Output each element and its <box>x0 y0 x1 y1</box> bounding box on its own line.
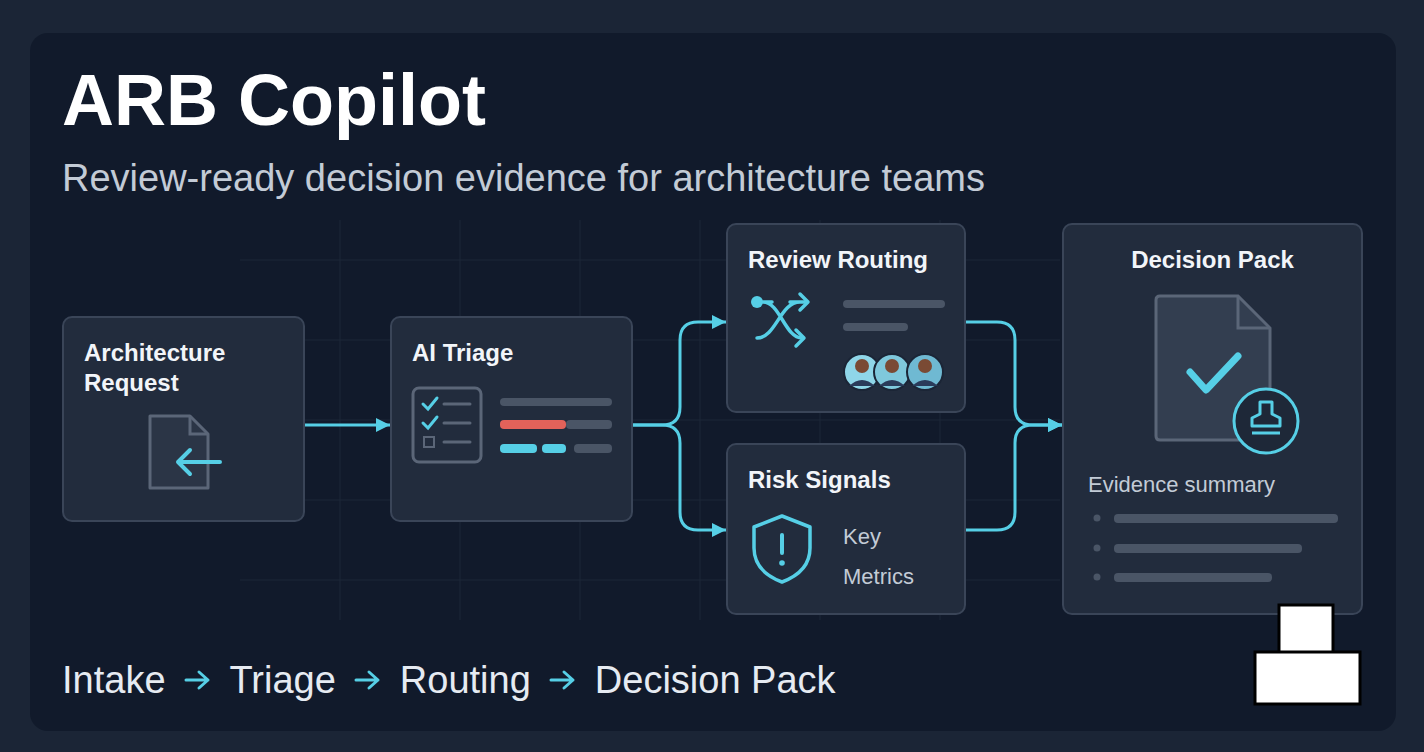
flow-step: Routing <box>400 656 531 704</box>
subtitle: Review-ready decision evidence for archi… <box>62 155 985 201</box>
process-box: Architecture Request <box>62 316 305 522</box>
flow-line: Intake Triage Routing Decision Pack <box>62 656 836 704</box>
flow-connector <box>633 322 726 425</box>
process-box: Risk SignalsKey Metrics <box>726 443 966 615</box>
node-body: Key Metrics <box>843 517 933 597</box>
routing-icon <box>751 294 945 390</box>
node-heading: Risk Signals <box>748 465 958 495</box>
flow-connector <box>966 425 1062 530</box>
triage-icon <box>413 388 612 462</box>
title: ARB Copilot <box>62 58 486 142</box>
process-box: AI Triage <box>390 316 633 522</box>
node-heading: Decision Pack <box>1064 245 1361 275</box>
node-heading: Architecture Request <box>84 338 284 398</box>
node-body: Evidence summary <box>1088 470 1348 500</box>
node-heading: Review Routing <box>748 245 958 275</box>
flow-connector <box>633 425 726 530</box>
flow-arrow <box>184 668 212 692</box>
flow-arrow <box>354 668 382 692</box>
grid <box>240 220 1060 620</box>
risk-icon <box>754 516 810 582</box>
node-heading: AI Triage <box>412 338 612 368</box>
flow-arrow <box>549 668 577 692</box>
process-box: Review Routing <box>726 223 966 413</box>
stamp-block <box>1255 605 1360 704</box>
flow-connector <box>305 424 390 427</box>
output-box: Decision PackEvidence summary <box>1062 223 1363 615</box>
flow-connector <box>966 322 1062 425</box>
decision-icon <box>1094 296 1339 582</box>
flow-step: Triage <box>230 656 336 704</box>
request-icon <box>150 416 220 488</box>
panel <box>30 33 1396 731</box>
flow-step: Intake <box>62 656 166 704</box>
flow-step: Decision Pack <box>595 656 836 704</box>
